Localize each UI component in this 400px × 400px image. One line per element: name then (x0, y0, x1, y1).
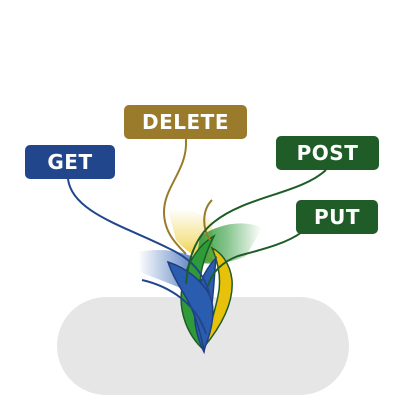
put-method-label: PUT (313, 205, 361, 229)
post-method-badge: POST (276, 136, 379, 170)
leaf-yellow (203, 246, 233, 348)
connector-post (185, 169, 327, 285)
connector-get-2 (141, 279, 207, 335)
post-method-label: POST (296, 141, 359, 165)
get-method-label: GET (47, 150, 93, 174)
delete-method-label: DELETE (142, 110, 229, 134)
put-method-badge: PUT (296, 200, 378, 234)
connector-delete-2 (203, 199, 213, 241)
connector-delete (162, 138, 188, 255)
delete-method-badge: DELETE (124, 105, 247, 139)
get-method-badge: GET (25, 145, 115, 179)
connector-put (207, 231, 303, 287)
leaf-blue-main (166, 260, 214, 353)
connector-get (67, 178, 211, 297)
